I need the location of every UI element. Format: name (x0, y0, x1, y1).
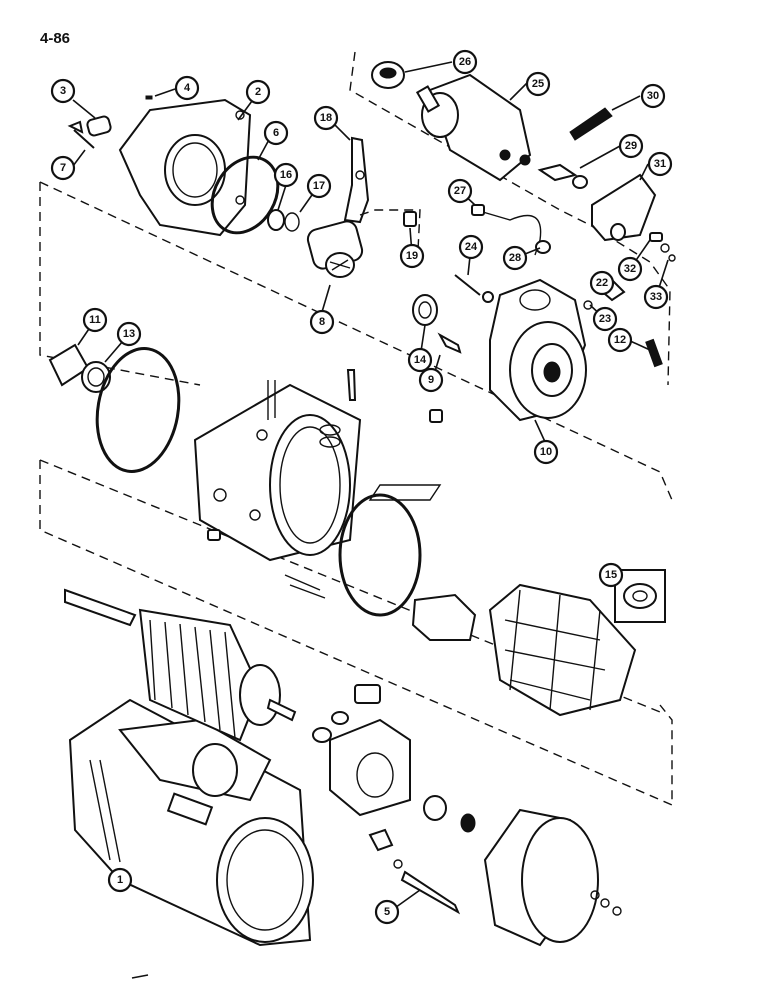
callout-9: 9 (418, 367, 444, 393)
callout-15: 15 (598, 562, 624, 588)
callout-33: 33 (643, 284, 669, 310)
svg-text:11: 11 (89, 314, 101, 326)
screw-9 (437, 332, 462, 354)
callout-18: 18 (313, 105, 339, 131)
callout-19: 19 (399, 243, 425, 269)
svg-text:12: 12 (614, 334, 626, 346)
small-hardware-upper-left (67, 95, 153, 149)
callout-23: 23 (592, 306, 618, 332)
page-number: 4-86 (40, 30, 71, 47)
svg-text:23: 23 (599, 313, 611, 325)
callout-11: 11 (82, 307, 108, 333)
callout-8: 8 (309, 309, 335, 335)
callout-5: 5 (374, 899, 400, 925)
svg-text:8: 8 (319, 316, 325, 328)
callout-7: 7 (50, 155, 76, 181)
brush-holder (312, 684, 411, 817)
svg-text:28: 28 (509, 252, 521, 264)
svg-text:7: 7 (60, 162, 66, 174)
svg-text:27: 27 (454, 185, 466, 197)
callout-10: 10 (533, 439, 559, 465)
field-frame (193, 380, 362, 562)
armature (64, 588, 297, 742)
callout-30: 30 (640, 83, 666, 109)
svg-text:16: 16 (280, 169, 292, 181)
callout-6: 6 (263, 120, 289, 146)
svg-text:13: 13 (123, 328, 135, 340)
svg-text:14: 14 (414, 354, 427, 366)
field-coils (411, 583, 637, 717)
shift-lever (343, 136, 421, 251)
callout-3: 3 (50, 78, 76, 104)
callout-24: 24 (458, 234, 484, 260)
callout-13: 13 (116, 321, 142, 347)
o-ring-field (338, 493, 422, 617)
terminal-cover-hardware (537, 163, 676, 262)
svg-text:30: 30 (647, 90, 659, 102)
end-cap-parts (368, 795, 622, 947)
washer-15-detail (614, 569, 666, 623)
svg-text:2: 2 (255, 86, 261, 98)
callout-27: 27 (447, 178, 473, 204)
callout-26: 26 (452, 49, 478, 75)
svg-text:33: 33 (650, 291, 662, 303)
svg-text:22: 22 (596, 277, 608, 289)
callout-12: 12 (607, 327, 633, 353)
callout-4: 4 (174, 75, 200, 101)
svg-text:24: 24 (465, 241, 478, 253)
svg-text:19: 19 (406, 250, 418, 262)
pin-12 (645, 338, 663, 368)
callout-31: 31 (647, 151, 673, 177)
commutator-end-frame (489, 278, 587, 422)
svg-text:25: 25 (532, 78, 544, 90)
svg-text:29: 29 (625, 140, 637, 152)
washer-16 (267, 209, 285, 231)
ring-17 (284, 212, 300, 232)
assembled-starter (68, 698, 314, 947)
svg-text:26: 26 (459, 56, 471, 68)
svg-text:5: 5 (384, 906, 390, 918)
callout-28: 28 (502, 245, 528, 271)
terminal-studs (284, 369, 443, 599)
callout-17: 17 (306, 173, 332, 199)
svg-text:10: 10 (540, 446, 552, 458)
svg-text:15: 15 (605, 569, 617, 581)
bushing-seal-group (48, 343, 181, 473)
svg-text:17: 17 (313, 180, 325, 192)
washer-14 (412, 294, 438, 326)
callout-14: 14 (407, 347, 433, 373)
solenoid-assembly (371, 61, 613, 182)
callout-29: 29 (618, 133, 644, 159)
callout-16: 16 (273, 162, 299, 188)
svg-text:9: 9 (428, 374, 434, 386)
washer-14-inner (418, 301, 432, 319)
svg-text:3: 3 (60, 85, 66, 97)
callout-22: 22 (589, 270, 615, 296)
callout-32: 32 (617, 256, 643, 282)
svg-text:4: 4 (184, 82, 191, 94)
callout-1: 1 (107, 867, 133, 893)
drive-pinion (306, 220, 364, 278)
o-ring-6 (210, 155, 280, 235)
callout-2: 2 (245, 79, 271, 105)
svg-text:6: 6 (273, 127, 279, 139)
svg-text:32: 32 (624, 263, 636, 275)
svg-text:1: 1 (117, 874, 123, 886)
svg-text:31: 31 (654, 158, 666, 170)
svg-text:18: 18 (320, 112, 332, 124)
callout-25: 25 (525, 71, 551, 97)
